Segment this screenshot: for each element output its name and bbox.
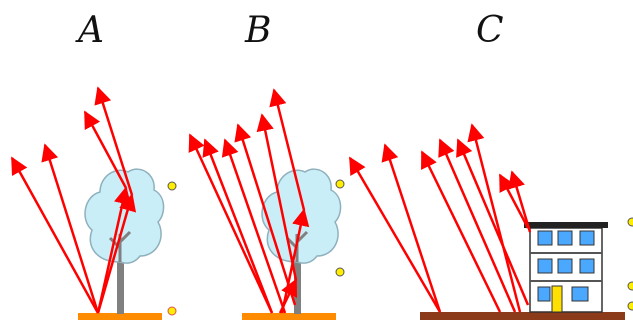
window (571, 286, 589, 302)
window (579, 258, 595, 274)
dot-c-bottom (627, 301, 633, 311)
window (557, 230, 573, 246)
dot-c-mid (627, 281, 633, 291)
door (551, 285, 563, 313)
panel-a (10, 86, 177, 320)
ground-a (78, 313, 162, 320)
rays-c (348, 123, 532, 313)
window (579, 230, 595, 246)
window (537, 258, 553, 274)
panel-label-c: C (476, 10, 504, 51)
floor-divider (530, 280, 602, 282)
panel-label-b: B (245, 10, 272, 51)
panel-b (188, 88, 345, 320)
tree-icon (84, 168, 165, 314)
ground-c (420, 312, 625, 320)
tree-crown (84, 168, 165, 264)
building-roof (524, 222, 608, 228)
dot-a-top (167, 181, 177, 191)
building-icon (524, 222, 608, 313)
window (537, 286, 551, 302)
rays-a (10, 86, 137, 314)
panel-label-a: A (78, 10, 104, 51)
dot-b-bottom (335, 267, 345, 277)
dot-a-bottom (167, 306, 177, 316)
window (557, 258, 573, 274)
tree-crown (261, 168, 342, 264)
tree-trunk (117, 232, 124, 314)
rays-b (188, 88, 310, 314)
window (537, 230, 553, 246)
floor-divider (530, 252, 602, 254)
dot-b-top (335, 179, 345, 189)
ground-b (242, 313, 336, 320)
dot-c-top (627, 217, 633, 227)
panel-c (348, 123, 633, 320)
tree-trunk (294, 232, 301, 314)
